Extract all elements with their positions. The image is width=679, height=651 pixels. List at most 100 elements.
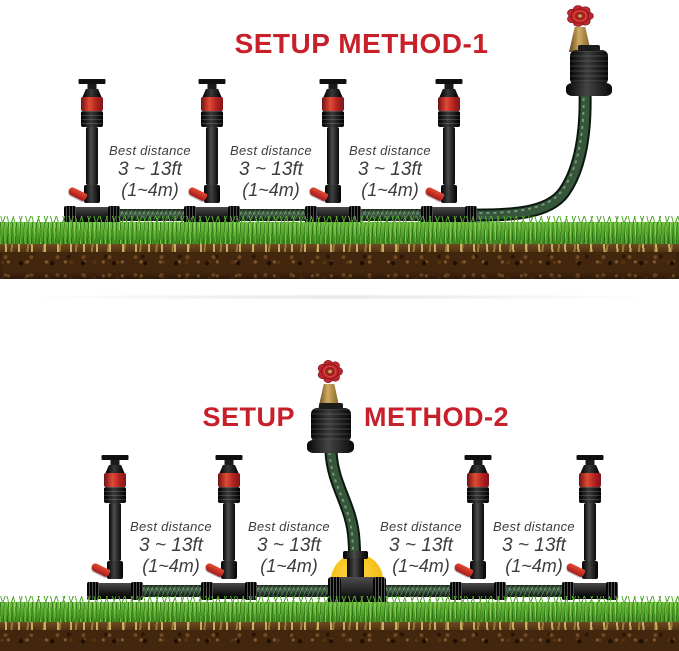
distance-feet: 3 ~ 13ft [239,159,303,180]
method2-title-right: METHOD-2 [364,402,509,432]
sprinkler-coupling [204,185,220,203]
sprinkler-nozzle [323,89,343,97]
sprinkler-red-band [467,473,489,487]
ground-shadow [10,294,669,300]
distance-feet: 3 ~ 13ft [389,535,453,556]
sprinkler-riser-tube [86,127,98,185]
tee-connector [450,582,506,600]
distance-feet: 3 ~ 13ft [118,159,182,180]
soil-strip [0,629,679,651]
sprinkler-cap-stem [110,460,120,465]
distance-caption: Best distance [109,143,191,158]
sprinkler-cap-icon [576,455,604,460]
sprinkler-riser-tube [584,503,596,561]
distance-meters: (1~4m) [392,556,450,576]
sprinkler-riser-tube [327,127,339,185]
hose-adapter [311,403,351,442]
sprinkler-collar [467,487,489,503]
sprinkler-collar [104,487,126,503]
distance-meters: (1~4m) [361,180,419,200]
sprinkler-cap-icon [435,79,463,84]
sprinkler-nozzle [468,465,488,473]
sprinkler-nozzle [105,465,125,473]
center-tee-stub [347,558,364,580]
sprinkler-nozzle [580,465,600,473]
sprinkler-coupling [325,185,341,203]
sprinkler-riser-tube [206,127,218,185]
sprinkler-cap-icon [464,455,492,460]
sprinkler-cap-stem [444,84,454,89]
sprinkler-coupling [470,561,486,579]
sprinkler-cap-stem [224,460,234,465]
sprinkler-red-band [438,97,460,111]
sprinkler-cap-icon [101,455,129,460]
tee-connector [201,582,257,600]
sprinkler-collar [201,111,223,127]
tee-connector [87,582,143,600]
distance-caption: Best distance [248,519,330,534]
distance-label: Best distance 3 ~ 13ft (1~4m) [325,143,455,200]
distance-caption: Best distance [130,519,212,534]
method2-title-left: SETUP [202,402,295,432]
sprinkler-cap-stem [87,84,97,89]
soil-strip [0,251,679,279]
adapter-collar [566,83,612,96]
distance-caption: Best distance [380,519,462,534]
sprinkler-nozzle [82,89,102,97]
distance-feet: 3 ~ 13ft [502,535,566,556]
sprinkler [562,455,618,601]
sprinkler-collar [579,487,601,503]
sprinkler [450,455,506,601]
sprinkler-collar [81,111,103,127]
sprinkler-coupling [221,561,237,579]
grass-strip [0,216,679,248]
distance-meters: (1~4m) [505,556,563,576]
center-tee-nut [343,551,368,559]
distance-feet: 3 ~ 13ft [257,535,321,556]
distance-meters: (1~4m) [242,180,300,200]
sprinkler-nozzle [202,89,222,97]
sprinkler-cap-stem [473,460,483,465]
sprinkler-cap-stem [328,84,338,89]
distance-label: Best distance 3 ~ 13ft (1~4m) [85,143,215,200]
valve-wheel-icon [567,5,594,27]
distance-meters: (1~4m) [260,556,318,576]
sprinkler-red-band [201,97,223,111]
sprinkler-coupling [582,561,598,579]
sprinkler-red-band [218,473,240,487]
sprinkler-coupling [84,185,100,203]
sprinkler [201,455,257,601]
sprinkler [87,455,143,601]
straw-layer [0,622,679,630]
sprinkler-coupling [107,561,123,579]
distance-label: Best distance 3 ~ 13ft (1~4m) [206,143,336,200]
sprinkler-cap-icon [319,79,347,84]
sprinkler-collar [322,111,344,127]
sprinkler-nozzle [219,465,239,473]
valve-wheel-icon [317,360,343,383]
sprinkler-cap-stem [585,460,595,465]
sprinkler-red-band [579,473,601,487]
sprinkler-collar [438,111,460,127]
sprinkler-riser-tube [443,127,455,185]
distance-caption: Best distance [349,143,431,158]
distance-label: Best distance 3 ~ 13ft (1~4m) [224,519,354,576]
sprinkler-cap-icon [78,79,106,84]
sprinkler-red-band [104,473,126,487]
curved-hose [455,85,592,222]
distance-meters: (1~4m) [142,556,200,576]
distance-feet: 3 ~ 13ft [358,159,422,180]
distance-label: Best distance 3 ~ 13ft (1~4m) [356,519,486,576]
sprinkler-cap-icon [198,79,226,84]
sprinkler-collar [218,487,240,503]
straw-layer [0,244,679,252]
sprinkler-red-band [322,97,344,111]
sprinkler-cap-icon [215,455,243,460]
sprinkler-riser-tube [109,503,121,561]
distance-meters: (1~4m) [121,180,179,200]
sprinkler-coupling [441,185,457,203]
sprinkler-riser-tube [472,503,484,561]
distance-label: Best distance 3 ~ 13ft (1~4m) [106,519,236,576]
sprinkler-nozzle [439,89,459,97]
